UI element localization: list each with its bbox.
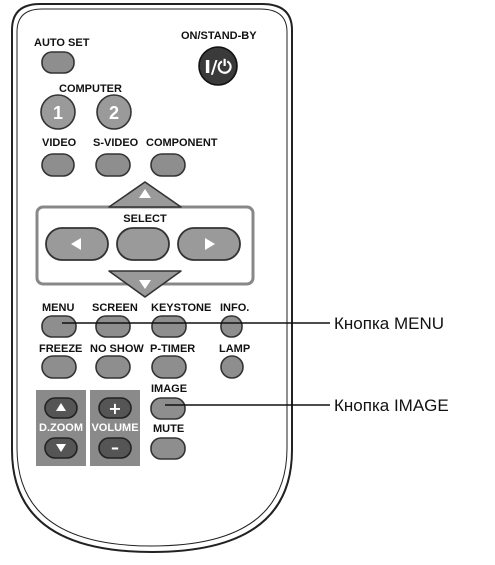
minus-icon: –	[111, 438, 119, 457]
screen-button[interactable]	[95, 315, 131, 338]
s-video-button[interactable]	[95, 153, 131, 177]
p-timer-label: P-TIMER	[150, 343, 195, 355]
volume-down-button[interactable]	[98, 437, 132, 459]
menu-callout-text: Кнопка MENU	[334, 314, 444, 333]
remote-body-inner-outline	[16, 8, 288, 547]
menu-button[interactable]	[41, 315, 77, 338]
right-arrow-icon	[205, 238, 215, 250]
plus-icon: +	[108, 399, 121, 418]
no-show-label: NO SHOW	[90, 343, 144, 355]
computer-2-number: 2	[109, 103, 119, 123]
volume-label: VOLUME	[91, 422, 138, 434]
menu-label: MENU	[42, 302, 74, 314]
computer-1-number: 1	[53, 103, 63, 123]
d-zoom-up-icon	[56, 403, 66, 411]
power-button[interactable]	[198, 46, 238, 86]
power-icon: I/⏻	[204, 57, 232, 78]
computer-2-button[interactable]	[96, 94, 132, 130]
auto-set-label: AUTO SET	[34, 37, 90, 49]
no-show-button[interactable]	[95, 355, 131, 379]
volume-up-button[interactable]	[98, 397, 132, 419]
d-zoom-label: D.ZOOM	[39, 422, 83, 434]
info-label: INFO.	[220, 302, 249, 314]
image-button[interactable]	[150, 397, 186, 420]
info-button[interactable]	[220, 315, 243, 338]
image-label: IMAGE	[151, 383, 187, 395]
s-video-label: S-VIDEO	[93, 137, 139, 149]
keystone-button[interactable]	[151, 315, 187, 338]
image-callout-text: Кнопка IMAGE	[334, 396, 449, 415]
mute-button[interactable]	[150, 437, 186, 460]
lamp-button[interactable]	[220, 355, 244, 379]
left-arrow-icon	[71, 238, 81, 250]
screen-label: SCREEN	[92, 302, 138, 314]
keystone-label: KEYSTONE	[151, 302, 211, 314]
component-label: COMPONENT	[146, 137, 218, 149]
select-button[interactable]	[116, 227, 170, 261]
select-label: SELECT	[123, 213, 167, 225]
component-button[interactable]	[150, 153, 186, 177]
p-timer-button[interactable]	[151, 355, 187, 379]
lamp-label: LAMP	[219, 343, 250, 355]
on-standby-label: ON/STAND-BY	[181, 30, 257, 42]
d-zoom-down-icon	[56, 444, 66, 452]
auto-set-button[interactable]	[41, 51, 75, 74]
freeze-button[interactable]	[41, 355, 77, 379]
video-label: VIDEO	[42, 137, 77, 149]
mute-label: MUTE	[153, 423, 184, 435]
up-arrow-icon	[139, 189, 151, 198]
computer-1-button[interactable]	[40, 94, 76, 130]
freeze-label: FREEZE	[39, 343, 82, 355]
computer-label: COMPUTER	[59, 83, 122, 95]
down-arrow-icon	[139, 280, 151, 289]
video-button[interactable]	[41, 153, 75, 177]
